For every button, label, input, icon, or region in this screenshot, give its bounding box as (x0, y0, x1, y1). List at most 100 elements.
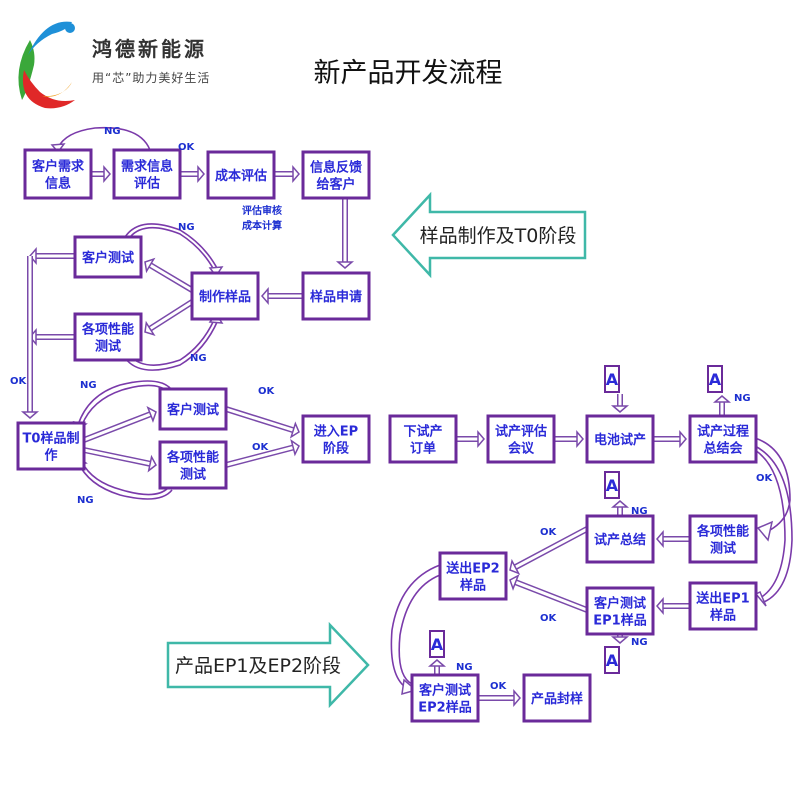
node-label: 客户测试 (419, 683, 471, 699)
node-label: 总结会 (703, 441, 743, 457)
node-label: 试产评估 (495, 424, 547, 440)
arrow-head (477, 429, 485, 449)
connector-label: A (606, 651, 619, 670)
arrow-head (679, 429, 687, 449)
ng-loop-t0-bottom (77, 461, 173, 500)
connector-box (604, 646, 620, 674)
connector-box (604, 365, 620, 393)
arrow-head (20, 411, 40, 419)
flow-arrow (20, 256, 40, 419)
ok-curve-to-perf-test-3-head (756, 520, 774, 542)
node-label: 评估 (134, 176, 160, 192)
ng-label-trial-summary-meeting: NG (734, 393, 751, 404)
cost-note-line1: 评估审核 (242, 204, 282, 217)
ng-loop-perf-test-1-b (129, 319, 215, 366)
node-box (410, 673, 480, 723)
connector-a: A (604, 365, 620, 393)
node-box (438, 551, 508, 601)
arrow-head (656, 529, 664, 549)
node-cust-test-1: 客户测试 (73, 235, 143, 279)
ng-label-trial-summary: NG (631, 506, 648, 517)
ng-label-cust-test-1: NG (178, 222, 195, 233)
ng-label-t0-bottom: NG (77, 495, 94, 506)
node-product-seal: 产品封样 (522, 673, 592, 723)
node-label: 订单 (410, 441, 436, 457)
node-label: 下试产 (403, 424, 442, 440)
node-box (688, 581, 758, 631)
arrow-head (610, 405, 630, 413)
arrow-head (656, 596, 664, 616)
curve-ep2-to-cust-test-ep2-b (398, 574, 441, 685)
node-box (585, 514, 655, 564)
node-label: 测试 (180, 467, 206, 483)
arrow-head (509, 574, 520, 591)
connector-a: A (604, 646, 620, 674)
flow-arrow (83, 447, 157, 473)
connector-label: A (606, 370, 619, 389)
ok-label-ep1: OK (540, 613, 558, 624)
ng-label-ep2: NG (456, 662, 473, 673)
ok-curve-to-perf-test-3 (754, 437, 791, 531)
node-trial-summary: 试产总结 (585, 514, 655, 564)
node-box (522, 673, 592, 723)
node-label: 进入EP (314, 425, 358, 440)
arrow-head (144, 257, 156, 274)
node-label: 作 (44, 448, 57, 464)
flow-arrow (478, 688, 521, 708)
node-box (301, 150, 371, 200)
node-label: 客户测试 (167, 402, 219, 418)
ng-loop-cust-test-1-b (129, 226, 215, 271)
node-label: 各项性能 (81, 322, 134, 338)
flow-arrow (656, 596, 690, 616)
connector-label: A (431, 635, 444, 654)
flow-arrow (653, 429, 687, 449)
flow-arrow (261, 286, 303, 306)
arrow-head (335, 261, 355, 269)
node-box (486, 414, 556, 464)
ok-label-ep2: OK (490, 681, 508, 692)
flow-arrow (656, 529, 690, 549)
node-label: 客户需求 (32, 159, 85, 175)
company-logo (18, 21, 76, 109)
connector-box (429, 630, 445, 658)
node-label: 客户测试 (82, 250, 134, 266)
connector-a: A (429, 630, 445, 658)
node-box (16, 421, 86, 471)
node-label: 成本评估 (215, 168, 267, 184)
node-box (158, 387, 228, 431)
connector-label: A (606, 476, 619, 495)
flow-arrow (29, 327, 75, 347)
flow-arrow (712, 395, 732, 416)
node-label: 测试 (710, 541, 736, 557)
ok-label-perf-test-2: OK (252, 442, 270, 453)
stage2-banner-label: 产品EP1及EP2阶段 (175, 655, 341, 677)
node-label: 各项性能 (166, 450, 219, 466)
arrow-head (513, 688, 521, 708)
arrow-head (610, 636, 630, 644)
flow-arrow (29, 246, 75, 266)
flow-arrow (427, 659, 447, 675)
connector-a: A (604, 471, 620, 499)
arrow-head (146, 406, 157, 423)
flow-arrow (144, 257, 194, 293)
arrow-head (509, 558, 521, 575)
flow-labels: NG OK 评估审核 成本计算 NG NG OK NG NG OK OK NG … (10, 126, 774, 692)
node-label: 信息反馈 (310, 160, 362, 176)
node-label: 各项性能 (696, 524, 749, 540)
arrow-head (147, 454, 157, 473)
node-box (585, 414, 655, 464)
flow-arrow (554, 429, 584, 449)
ng-label-req: NG (104, 126, 121, 137)
flow-arrow (225, 406, 300, 439)
node-box (73, 312, 143, 362)
ok-curve-to-send-ep1-head (754, 590, 767, 607)
node-box (158, 440, 228, 490)
arrow-head (144, 320, 156, 336)
